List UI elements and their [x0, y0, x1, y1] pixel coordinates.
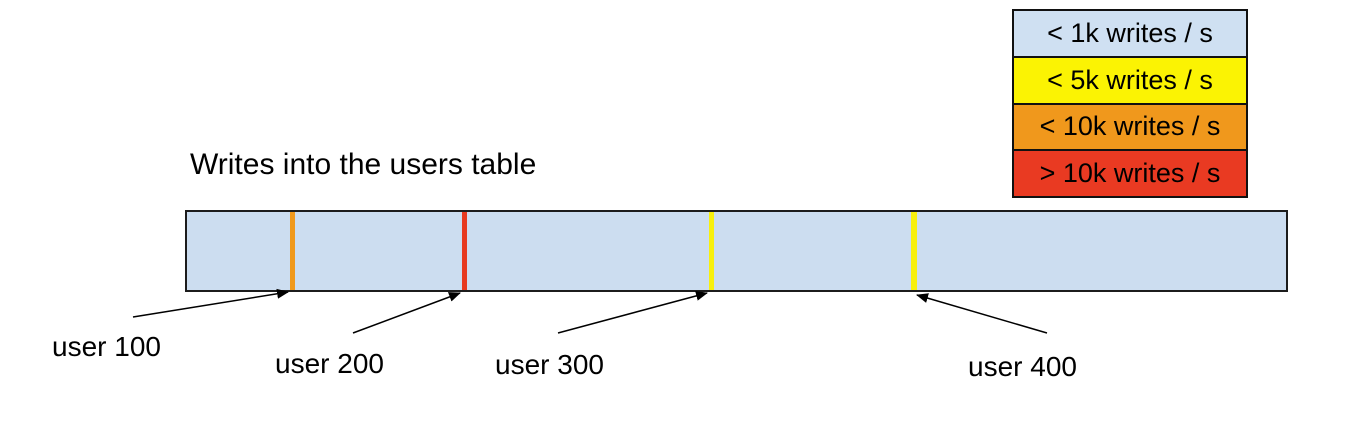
- marker-label-user-100: user 100: [52, 331, 161, 362]
- legend-item-2: < 5k writes / s: [1014, 55, 1246, 103]
- arrow-to-user-400: [916, 293, 1048, 334]
- legend-item-4: > 10k writes / s: [1014, 149, 1246, 196]
- legend-item-1: < 1k writes / s: [1014, 11, 1246, 56]
- marker-label-user-300: user 300: [495, 349, 604, 380]
- legend-item-label: < 5k writes / s: [1047, 64, 1213, 95]
- marker-label-user-400: user 400: [968, 351, 1077, 382]
- legend-item-label: < 1k writes / s: [1047, 17, 1213, 48]
- users-table-bar: [185, 210, 1288, 292]
- arrow-to-user-300: [557, 291, 708, 334]
- legend-item-label: > 10k writes / s: [1039, 158, 1221, 189]
- hot-key-line-user-200: [462, 212, 467, 290]
- arrow-to-user-200: [352, 292, 461, 334]
- legend-item-label: < 10k writes / s: [1039, 111, 1221, 142]
- legend: < 1k writes / s < 5k writes / s < 10k writ…: [1012, 9, 1248, 198]
- hot-key-line-user-400: [911, 212, 917, 290]
- hot-key-line-user-300: [709, 212, 714, 290]
- page-title: Writes into the users table: [190, 148, 537, 181]
- arrow-to-user-100: [132, 288, 289, 318]
- marker-label-user-200: user 200: [275, 348, 384, 379]
- hot-key-line-user-100: [290, 212, 295, 290]
- legend-item-3: < 10k writes / s: [1014, 102, 1246, 150]
